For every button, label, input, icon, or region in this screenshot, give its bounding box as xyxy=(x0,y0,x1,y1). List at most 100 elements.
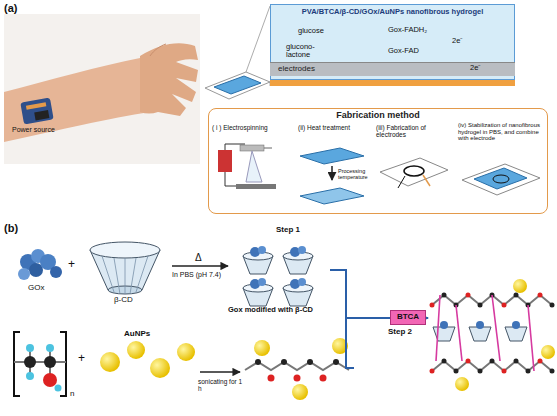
text-label: n xyxy=(70,390,74,399)
heat-treatment-sketch xyxy=(300,188,364,204)
crosslinked-network xyxy=(505,327,527,341)
crosslinked-network xyxy=(541,345,555,359)
electrospinning-sketch xyxy=(246,151,262,182)
arm-photo xyxy=(26,102,46,109)
stabilized-device-sketch xyxy=(493,175,509,183)
modified-gox xyxy=(258,278,266,286)
pva-aunp-chain xyxy=(268,375,275,382)
text-label: Gox-FADH₂ xyxy=(388,26,427,34)
crosslinked-network xyxy=(466,359,471,364)
pva-aunp-chain xyxy=(294,375,301,382)
crosslinked-network xyxy=(442,359,447,364)
text-label: 2e⁻ xyxy=(470,64,481,72)
crosslinked-network xyxy=(526,369,531,374)
arm-photo xyxy=(34,110,49,120)
node-text: PVA/BTCA/β-CD/GOx/AuNPs nanofibrous hydr… xyxy=(271,5,514,16)
merge-bracket xyxy=(330,270,428,368)
crosslinked-network xyxy=(538,359,543,364)
pva-aunp-chain xyxy=(292,384,308,400)
text-label: 2e⁻ xyxy=(452,37,463,45)
text-label: Step 2 xyxy=(388,328,412,337)
text-label: (ii) Heat treatment xyxy=(298,124,372,131)
text-label: Power source xyxy=(12,126,72,134)
arm-photo xyxy=(150,44,166,56)
pva-monomer xyxy=(26,344,34,352)
crosslinked-network xyxy=(469,327,491,341)
crosslinked-network xyxy=(442,293,447,298)
pva-aunp-chain xyxy=(245,338,349,400)
arm-photo xyxy=(140,43,198,116)
text-label: β-CD xyxy=(114,296,133,305)
pva-aunp-chain xyxy=(307,359,313,365)
electrospinning-sketch xyxy=(236,184,276,189)
cyclodextrin-cone xyxy=(90,242,160,294)
pva-monomer xyxy=(46,344,54,352)
pva-aunp-chain xyxy=(281,359,287,365)
crosslinked-network xyxy=(440,321,448,329)
pva-monomer xyxy=(43,373,57,387)
gold-nanoparticles xyxy=(100,352,120,372)
text-label: glucono-lactone xyxy=(286,43,322,60)
heat-treatment-sketch xyxy=(331,166,333,180)
pva-monomer xyxy=(14,332,20,396)
device-sketch xyxy=(205,72,270,99)
crosslinked-network xyxy=(456,305,462,361)
text-label: glucose xyxy=(298,27,324,35)
text-label: In PBS (pH 7.4) xyxy=(172,271,232,279)
gox-enzyme xyxy=(18,249,62,280)
device-sketch xyxy=(214,76,261,94)
text-label: (iii) Fabrication of electrodes xyxy=(376,124,454,138)
pva-monomer xyxy=(14,361,66,363)
modified-gox xyxy=(298,246,306,254)
crosslinked-network xyxy=(492,295,500,361)
crosslinked-network xyxy=(476,321,484,329)
electrospinning-sketch xyxy=(218,144,276,189)
gold-nanoparticles xyxy=(150,358,170,378)
text-label: sonicating for 1 h xyxy=(198,378,244,392)
gold-nanoparticles xyxy=(177,343,195,361)
arm-photo xyxy=(4,14,200,164)
electrospinning-sketch xyxy=(225,144,226,150)
text-label: (iv) Stabilization of nanofibrous hydrog… xyxy=(458,122,546,142)
crosslinked-network xyxy=(478,303,483,308)
electrode-sketch xyxy=(404,166,424,176)
electrospinning-sketch xyxy=(218,150,232,172)
crosslinked-network xyxy=(514,359,519,364)
pva-aunp-chain xyxy=(254,340,270,356)
text-label: Step 1 xyxy=(276,226,300,235)
crosslinked-network xyxy=(502,303,507,308)
cyclodextrin-cone xyxy=(90,242,160,258)
crosslinked-network xyxy=(478,369,483,374)
electrospinning-sketch xyxy=(225,186,236,187)
crosslinked-network xyxy=(502,369,507,374)
pva-monomer xyxy=(26,372,34,380)
pva-aunp-chain xyxy=(255,359,261,365)
device-sketch xyxy=(246,6,270,72)
crosslinked-network xyxy=(430,303,435,308)
crosslinked-network xyxy=(430,279,556,391)
crosslinked-network xyxy=(528,305,534,371)
electrode-sketch xyxy=(380,158,448,186)
electrode-sketch xyxy=(398,176,405,188)
arm-photo xyxy=(4,14,200,164)
text-label: ( i ) Electrospinning xyxy=(212,124,294,131)
reagent-box: BTCA xyxy=(390,310,426,325)
text-label: Gox-FAD xyxy=(388,47,419,55)
pva-aunp-chain xyxy=(320,375,327,382)
device-sketch xyxy=(270,80,515,86)
crosslinked-network xyxy=(538,293,543,298)
crosslinked-network xyxy=(454,369,459,374)
text-label: (a) xyxy=(4,2,17,14)
text-label: GOx xyxy=(28,284,44,293)
crosslinked-network xyxy=(513,279,527,293)
pva-monomer xyxy=(44,356,56,368)
electrode-sketch xyxy=(380,158,448,188)
text-label: Δ xyxy=(195,252,202,263)
text-label: + xyxy=(78,352,85,365)
arm-photo xyxy=(4,56,150,142)
modified-gox xyxy=(298,278,306,286)
text-label: + xyxy=(68,258,75,271)
text-label: Gox modified with β-CD xyxy=(228,306,338,314)
